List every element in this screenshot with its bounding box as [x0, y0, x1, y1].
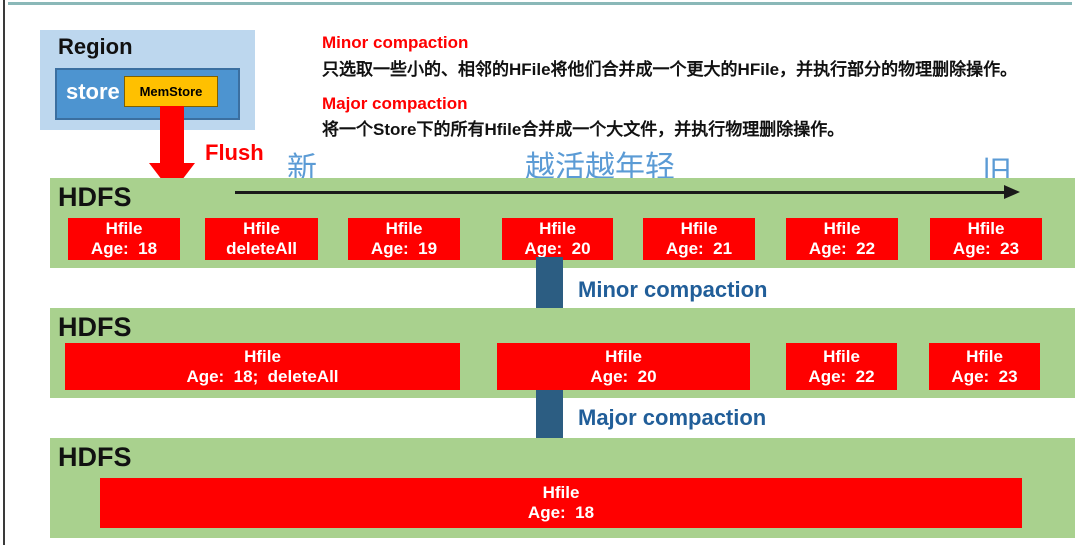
hfile-name: Hfile [542, 483, 580, 502]
hfile-name: Hfile [244, 346, 281, 366]
hfile-box: Hfile Age: 22 [786, 218, 898, 260]
hfile-name: Hfile [967, 219, 1005, 238]
minor-compaction-desc: 只选取一些小的、相邻的HFile将他们合并成一个更大的HFile，并执行部分的物… [322, 60, 1018, 79]
region-label: Region [58, 34, 133, 59]
hfile-box: Hfile Age: 19 [348, 218, 460, 260]
flush-label: Flush [205, 140, 264, 165]
hfile-box: Hfile Age: 23 [930, 218, 1042, 260]
hfile-value: Age: 18 [90, 239, 158, 258]
hfile-box: Hfile Age: 21 [643, 218, 755, 260]
major-compaction-label: Major compaction [578, 405, 767, 430]
hfile-value: Age: 20 [590, 366, 657, 386]
hfile-name: Hfile [823, 219, 861, 238]
major-compaction-arrow-icon [536, 390, 563, 440]
hfile-value: Age: 20 [524, 239, 591, 258]
hfile-box: Hfile Age: 23 [929, 343, 1040, 390]
hfile-name: Hfile [966, 346, 1003, 366]
memstore-box: MemStore [124, 76, 218, 107]
hfile-box: Hfile Age: 18 [68, 218, 180, 260]
hfile-name: Hfile [539, 219, 576, 238]
hfile-name: Hfile [823, 346, 860, 366]
hfile-name: Hfile [243, 219, 280, 238]
minor-compaction-arrow-icon [536, 257, 563, 310]
hfile-name: Hfile [605, 346, 642, 366]
age-timeline-arrowhead-icon [1004, 185, 1020, 199]
hfile-name: Hfile [680, 219, 718, 238]
minor-compaction-label: Minor compaction [578, 277, 768, 302]
hfile-box: Hfile deleteAll [205, 218, 318, 260]
major-compaction-title: Major compaction [322, 94, 468, 113]
hfile-box: Hfile Age: 20 [497, 343, 750, 390]
hfile-value: Age: 23 [952, 239, 1020, 258]
hfile-value: Age: 22 [808, 239, 876, 258]
store-label: store [66, 79, 120, 104]
hfile-name: Hfile [105, 219, 143, 238]
hfile-value: deleteAll [226, 239, 297, 258]
hfile-value: Age: 18 [527, 503, 595, 522]
hfile-value: Age: 22 [808, 366, 875, 386]
hdfs-label-1: HDFS [58, 182, 132, 212]
hfile-box: Hfile Age: 22 [786, 343, 897, 390]
age-timeline-arrow [235, 191, 1007, 194]
hdfs-label-3: HDFS [58, 442, 132, 472]
hfile-box: Hfile Age: 18; deleteAll [65, 343, 460, 390]
hfile-name: Hfile [385, 219, 423, 238]
major-compaction-desc: 将一个Store下的所有Hfile合并成一个大文件，并执行物理删除操作。 [322, 120, 845, 139]
hfile-value: Age: 18; deleteAll [186, 366, 339, 386]
hfile-box: Hfile Age: 20 [502, 218, 613, 260]
hdfs-label-2: HDFS [58, 312, 132, 342]
hfile-box: Hfile Age: 18 [100, 478, 1022, 528]
left-rule [3, 0, 5, 545]
flush-arrow-icon [160, 106, 184, 164]
hfile-value: Age: 23 [951, 366, 1018, 386]
top-rule [8, 2, 1072, 5]
hfile-value: Age: 21 [665, 239, 733, 258]
minor-compaction-title: Minor compaction [322, 33, 469, 52]
hfile-value: Age: 19 [370, 239, 438, 258]
